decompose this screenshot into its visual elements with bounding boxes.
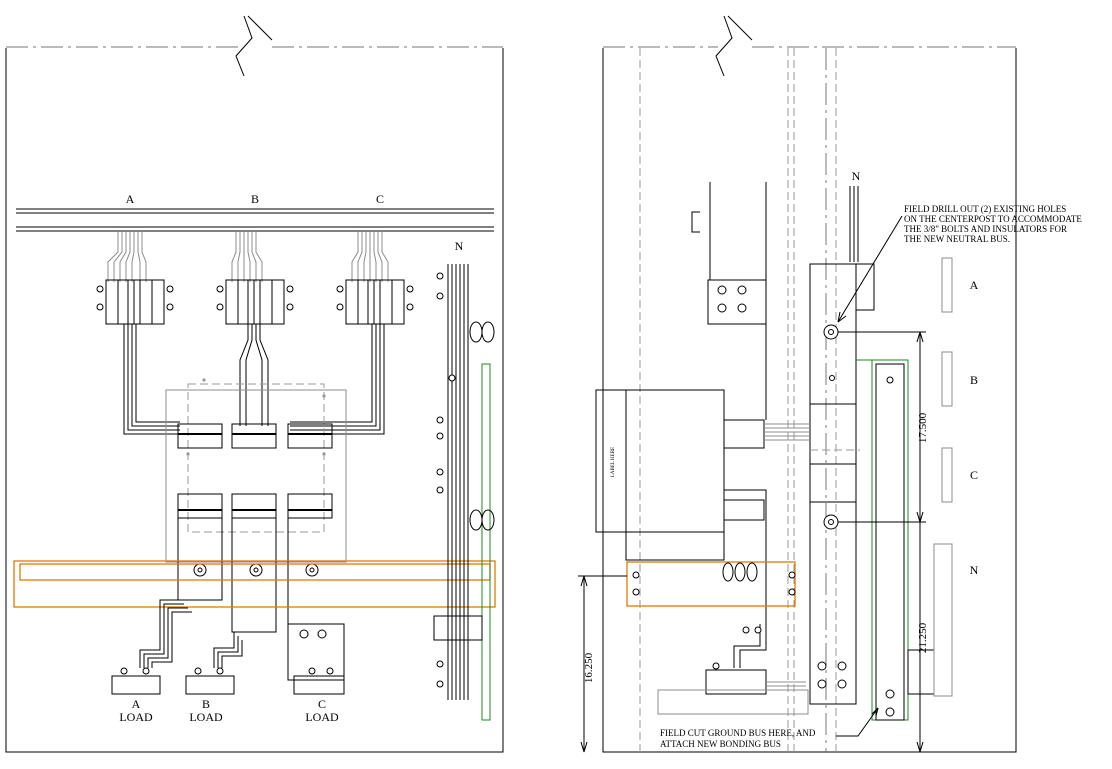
left-break-symbol xyxy=(235,15,253,77)
bonding-bus xyxy=(856,359,909,721)
svg-text:FIELD CUT GROUND BUS HERE, AND: FIELD CUT GROUND BUS HERE, AND xyxy=(660,728,816,738)
load-label-b-phase: B xyxy=(202,697,210,711)
main-bus xyxy=(16,208,494,232)
svg-text:THE 3/8" BOLTS AND INSULATORS: THE 3/8" BOLTS AND INSULATORS FOR xyxy=(904,224,1067,234)
phase-label-a: A xyxy=(126,192,135,206)
phase-a-connection xyxy=(96,231,180,435)
phase-label-b: B xyxy=(251,192,259,206)
right-view: N LABEL HERE xyxy=(578,15,1082,753)
left-neutral-bus: N xyxy=(433,239,495,721)
load-label-a-load: LOAD xyxy=(119,710,153,724)
phase-c-connection xyxy=(290,231,414,435)
bus-label-c: C xyxy=(970,468,978,482)
drill-note: FIELD DRILL OUT (2) EXISTING HOLES ON TH… xyxy=(904,204,1082,244)
bus-label-b: B xyxy=(970,373,978,387)
load-label-a-phase: A xyxy=(132,697,141,711)
right-enclosure xyxy=(602,48,1017,753)
load-label-b-load: LOAD xyxy=(189,710,223,724)
phase-label-c: C xyxy=(376,192,384,206)
svg-text:FIELD DRILL OUT (2) EXISTING H: FIELD DRILL OUT (2) EXISTING HOLES xyxy=(904,204,1066,214)
phase-a-ct xyxy=(105,279,165,325)
new-neutral-bus-outline xyxy=(13,560,496,608)
phase-b-ct xyxy=(225,279,285,325)
breaker-housing xyxy=(165,378,347,681)
dimension-lower-right: 21.250 xyxy=(917,622,929,653)
cut-note-leader xyxy=(836,707,879,737)
dimension-left: 16.250 xyxy=(583,652,595,683)
svg-text:ON THE CENTERPOST TO ACCOMMODA: ON THE CENTERPOST TO ACCOMMODATE xyxy=(904,214,1082,224)
svg-text:THE NEW NEUTRAL BUS.: THE NEW NEUTRAL BUS. xyxy=(904,234,1010,244)
dimension-lines xyxy=(578,331,926,753)
centerpost xyxy=(809,263,875,705)
new-bus-outline-right xyxy=(626,561,796,607)
phase-b-connection xyxy=(216,231,294,426)
cut-note: FIELD CUT GROUND BUS HERE, AND ATTACH NE… xyxy=(660,728,816,749)
left-enclosure xyxy=(5,48,504,753)
bus-bar-sections xyxy=(933,257,953,697)
left-view: A B C xyxy=(5,15,504,753)
breaker-unit xyxy=(595,389,725,533)
bolt-icon xyxy=(96,285,104,293)
load-label-c-load: LOAD xyxy=(305,710,339,724)
phase-c-ct xyxy=(345,279,405,325)
neutral-label-right: N xyxy=(852,169,861,183)
load-label-c-phase: C xyxy=(318,697,326,711)
bus-label-n: N xyxy=(970,563,979,577)
load-cables xyxy=(111,599,345,695)
drill-note-leader xyxy=(837,215,903,323)
svg-text:ATTACH NEW BONDING BUS: ATTACH NEW BONDING BUS xyxy=(660,739,781,749)
upper-bus-block xyxy=(707,279,767,325)
breaker-device-label: LABEL HERE xyxy=(611,447,616,477)
neutral-label-left: N xyxy=(455,239,464,253)
dimension-upper-right: 17.500 xyxy=(917,412,929,443)
bus-label-a: A xyxy=(970,278,979,292)
